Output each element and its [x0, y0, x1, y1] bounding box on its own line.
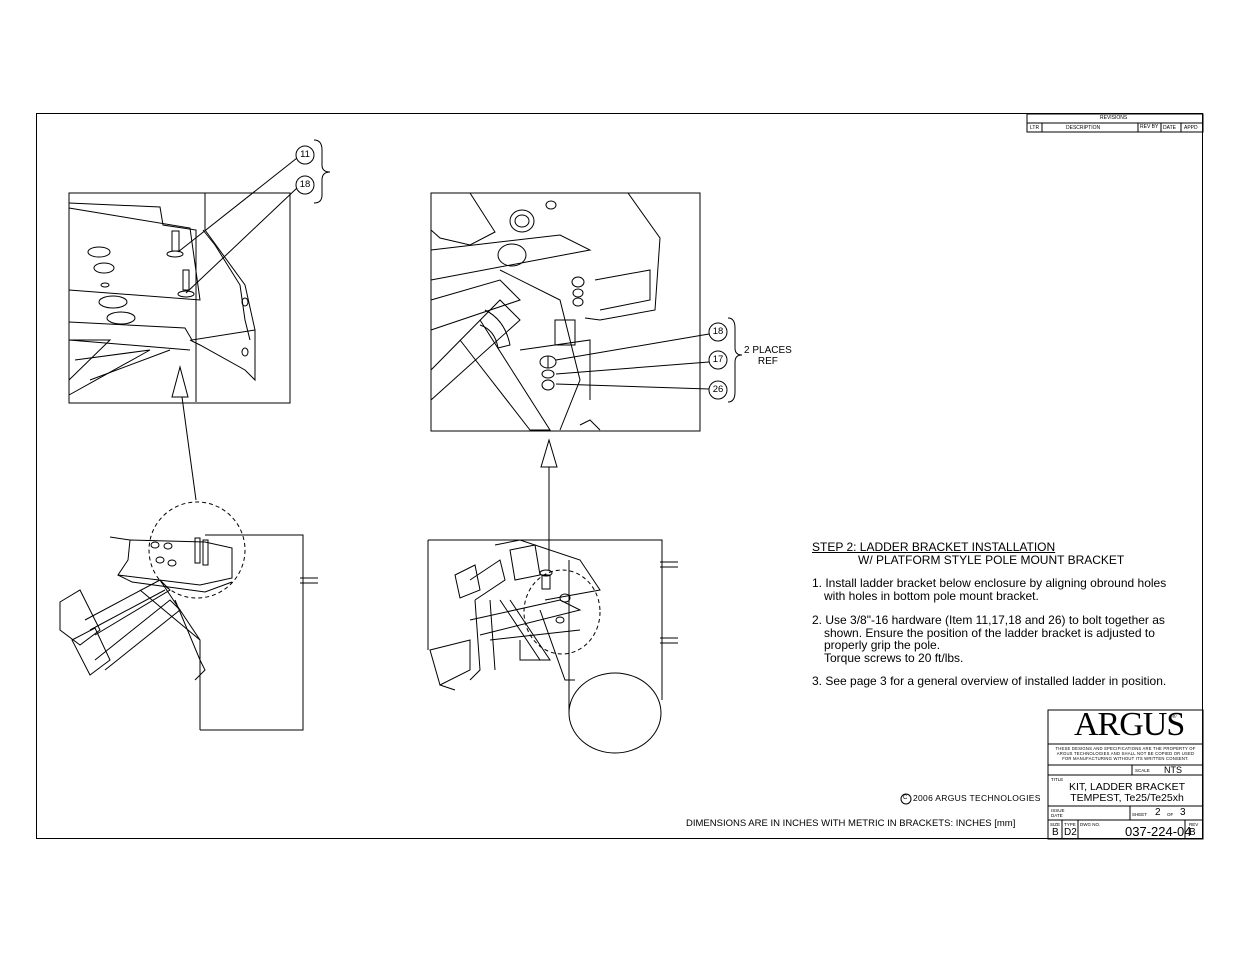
copyright-symbol: C — [903, 795, 908, 801]
detail-view-top-left — [68, 192, 291, 404]
step-2-line-3: properly grip the pole. — [824, 638, 941, 652]
argus-logo: ARGUS — [1074, 706, 1185, 743]
drawing-border — [36, 113, 1203, 839]
dwg-no-value: 037-224-04 — [1125, 824, 1192, 839]
disclaimer-line-2: ARGUS TECHNOLOGIES AND SHALL NOT BE COPI… — [1056, 751, 1195, 756]
callout-18-left: 18 — [299, 179, 311, 190]
rev-value: B — [1189, 827, 1196, 838]
callout-11: 11 — [300, 149, 310, 160]
scale-label: SCALE — [1135, 768, 1150, 773]
callout-leaders-top-left — [177, 139, 331, 294]
copyright-text: 2006 ARGUS TECHNOLOGIES — [913, 793, 1041, 803]
title-label: TITLE — [1051, 777, 1064, 782]
rev-col-appd: APPD — [1184, 125, 1198, 131]
size-value: B — [1052, 827, 1059, 838]
sheet-value: 2 — [1155, 807, 1161, 818]
title-line-2: TEMPEST, Te25/Te25xh — [1070, 792, 1184, 804]
type-value: D2 — [1064, 827, 1077, 838]
step-2-line-2: shown. Ensure the position of the ladder… — [824, 625, 1155, 640]
copyright-circle — [900, 793, 912, 805]
rev-col-revby: REV BY — [1140, 124, 1159, 130]
scale-value: NTS — [1164, 765, 1182, 775]
callout-leaders-right — [555, 317, 743, 403]
type-label: TYPE — [1064, 822, 1076, 827]
sheet-label: SHEET — [1132, 812, 1148, 817]
revision-block-lines — [1026, 113, 1204, 133]
disclaimer: THESE DESIGNS AND SPECIFICATIONS ARE THE… — [1049, 746, 1202, 761]
notes-heading-2: W/ PLATFORM STYLE POLE MOUNT BRACKET — [858, 552, 1125, 567]
of-value: 3 — [1180, 807, 1186, 818]
rev-col-ltr: LTR — [1030, 125, 1040, 131]
arrow-left — [171, 365, 197, 501]
dwg-no-label: DWG NO. — [1080, 822, 1101, 827]
notes-block: STEP 2: LADDER BRACKET INSTALLATION W/ P… — [812, 541, 1166, 688]
iso-view-bottom-left — [59, 501, 318, 731]
callout-26: 26 — [712, 384, 724, 395]
drawing-title: KIT, LADDER BRACKET TEMPEST, Te25/Te25xh — [1052, 782, 1202, 804]
step-1-line-2: with holes in bottom pole mount bracket. — [824, 588, 1039, 603]
rev-label: REV — [1189, 822, 1199, 827]
notes-heading-1: STEP 2: LADDER BRACKET INSTALLATION — [812, 540, 1056, 554]
iso-view-bottom-right — [427, 539, 678, 754]
title-line-1: KIT, LADDER BRACKET — [1068, 781, 1186, 793]
disclaimer-line-3: FOR MANUFACTURING WITHOUT ITS WRITTEN CO… — [1062, 756, 1189, 761]
places-note-line1: 2 PLACES — [744, 345, 792, 356]
rev-col-description: DESCRIPTION — [1066, 125, 1101, 131]
revisions-title: REVISIONS — [1100, 115, 1128, 121]
callout-17: 17 — [712, 354, 724, 365]
arrow-right — [540, 438, 558, 570]
of-label: OF — [1167, 812, 1174, 817]
size-label: SIZE — [1050, 822, 1061, 827]
registered-mark: ® — [1172, 714, 1177, 720]
disclaimer-line-1: THESE DESIGNS AND SPECIFICATIONS ARE THE… — [1055, 746, 1196, 751]
places-note-line2: REF — [757, 356, 778, 367]
detail-view-top-right — [430, 192, 701, 432]
callout-18-right: 18 — [712, 326, 724, 337]
step-2-line-4: Torque screws to 20 ft/lbs. — [824, 650, 964, 665]
step-1-line-1: 1. Install ladder bracket below enclosur… — [812, 576, 1167, 590]
places-note: 2 PLACES REF — [744, 345, 792, 367]
issue-label: ISSUE — [1051, 808, 1065, 813]
title-block-lines — [1047, 709, 1204, 840]
rev-col-date: DATE — [1163, 125, 1176, 131]
date-label: DATE — [1051, 813, 1063, 818]
step-3: 3. See page 3 for a general overview of … — [812, 674, 1167, 688]
dimensions-note: DIMENSIONS ARE IN INCHES WITH METRIC IN … — [686, 818, 1016, 829]
step-2-line-1: 2. Use 3/8"-16 hardware (Item 11,17,18 a… — [812, 613, 1165, 627]
